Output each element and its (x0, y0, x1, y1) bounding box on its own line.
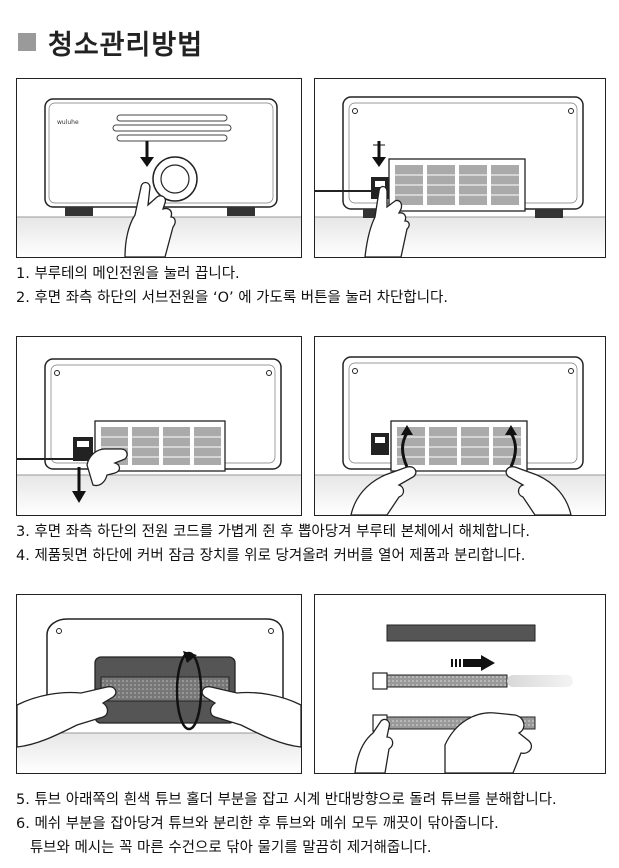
page-title: 청소관리방법 (18, 22, 203, 62)
steps-3-4: 3. 후면 좌측 하단의 전원 코드를 가볍게 쥔 후 뽑아당겨 부루테 본체에… (16, 520, 530, 568)
step-3-text: 3. 후면 좌측 하단의 전원 코드를 가볍게 쥔 후 뽑아당겨 부루테 본체에… (16, 524, 530, 540)
steps-5-6: 5. 튜브 아래쪽의 흰색 튜브 홀더 부분을 잡고 시계 반대방향으로 돌려 … (16, 788, 557, 860)
step-4-text: 4. 제품뒷면 하단에 커버 잠금 장치를 위로 당겨올려 커버를 열어 제품과… (16, 548, 526, 564)
illustration-open-cover (314, 336, 606, 516)
step-5-text: 5. 튜브 아래쪽의 흰색 튜브 홀더 부분을 잡고 시계 반대방향으로 돌려 … (16, 792, 557, 808)
steps-1-2: 1. 부루테의 메인전원을 눌러 끕니다. 2. 후면 좌측 하단의 서브전원을… (16, 262, 448, 310)
title-square-icon (18, 33, 36, 51)
brand-logo: wuluhe (57, 119, 79, 126)
illustration-rear-subpower (314, 78, 606, 258)
illustration-rotate-tube (16, 594, 302, 774)
step-6-text: 6. 메쉬 부분을 잡아당겨 튜브와 분리한 후 튜브와 메쉬 모두 깨끗이 닦… (16, 816, 499, 832)
title-text: 청소관리방법 (48, 29, 204, 61)
illustration-unplug-cord (16, 336, 302, 516)
illustration-separate-mesh (314, 594, 606, 774)
step-2-text: 2. 후면 좌측 하단의 서브전원을 ‘O’ 에 가도록 버튼을 눌러 차단합니… (16, 290, 449, 306)
step-6-note-text: 튜브와 메시는 꼭 마른 수건으로 닦아 물기를 말끔히 제거해줍니다. (16, 840, 432, 856)
illustration-front-power: wuluhe (16, 78, 302, 258)
step-1-text: 1. 부루테의 메인전원을 눌러 끕니다. (16, 266, 240, 282)
